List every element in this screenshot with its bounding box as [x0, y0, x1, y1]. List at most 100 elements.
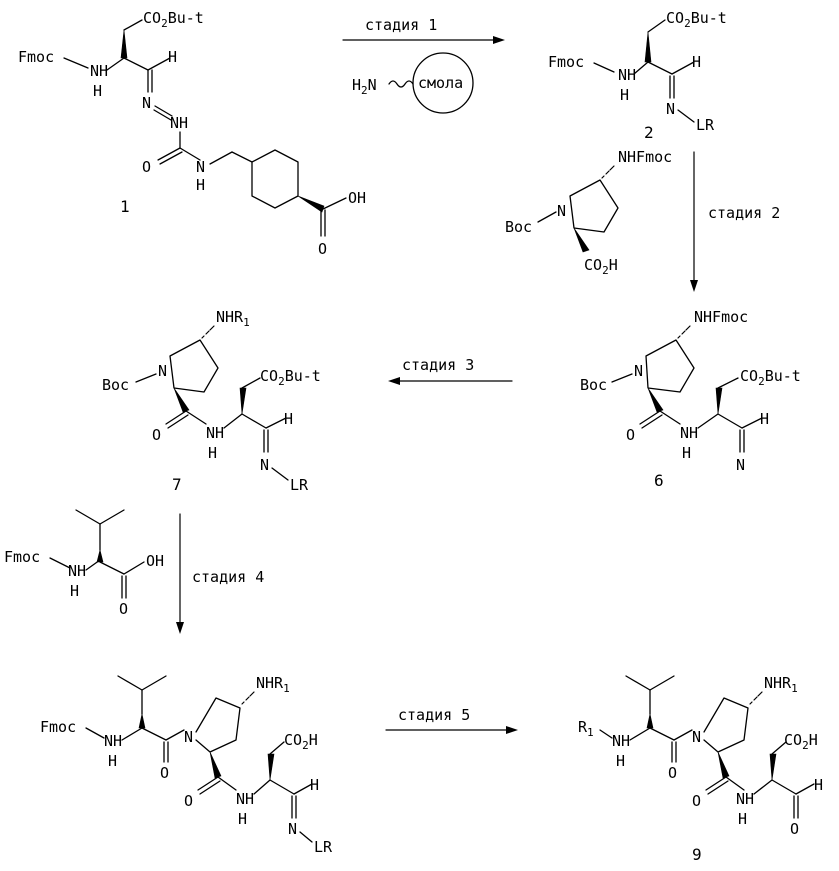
c9-nhr: NHR1 [764, 674, 798, 695]
c7-nh-h: H [208, 444, 217, 462]
c1-nh3-h: H [196, 176, 205, 194]
c8-nh2-n: NH [236, 790, 254, 808]
c1-urea-o: O [142, 158, 151, 176]
r2-boc: Boc [505, 218, 532, 236]
c7-amide-o: O [152, 426, 161, 444]
c1-fmoc: Fmoc [18, 48, 54, 66]
c1-nh2: NH [170, 114, 188, 132]
c8-pyrrolidine [196, 698, 240, 752]
step-5-arrow: стадия 5 [386, 706, 518, 734]
c9-nh2-n: NH [736, 790, 754, 808]
step-3-arrow: стадия 3 [388, 356, 512, 385]
compound-6-number: 6 [654, 471, 664, 490]
c8-ald-h: H [310, 776, 319, 794]
compound-2-number: 2 [644, 123, 654, 142]
c6-nh-h: H [682, 444, 691, 462]
c9-nh-n: NH [612, 732, 630, 750]
compound-8: Fmoc NH H O N NHR1 O NH H CO2H H [40, 674, 333, 856]
c2-n: N [666, 100, 675, 118]
c7-nhr: NHR1 [216, 308, 250, 329]
c1-wedge-ring [298, 196, 324, 212]
r2-co2h: CO2H [584, 256, 618, 277]
c9-ald-h: H [814, 776, 823, 794]
r2-pyrrolidine [570, 180, 618, 232]
c7-nh-n: NH [206, 424, 224, 442]
c2-co2-label: CO2Bu-t [666, 9, 727, 30]
c7-pyrrolidine [170, 340, 218, 392]
c8-fmoc: Fmoc [40, 718, 76, 736]
c9-co2h: CO2H [784, 731, 818, 752]
c7-n-imine: N [260, 456, 269, 474]
c1-ald-h: H [168, 48, 177, 66]
resin-amine: H2N [352, 76, 377, 97]
c7-co2-label: CO2Bu-t [260, 367, 321, 388]
r4-nh-h: H [70, 582, 79, 600]
compound-9: R1 NH H O N NHR1 O NH H CO2H H [578, 674, 823, 864]
c2-fmoc: Fmoc [548, 53, 584, 71]
c1-nh3-n: N [196, 158, 205, 176]
c1-oh: OH [348, 189, 366, 207]
compound-7: NHR1 N Boc O NH H CO2Bu-t H N LR 7 [102, 308, 321, 494]
c9-pro-n: N [692, 728, 701, 746]
c1-nh-h: H [93, 82, 102, 100]
c6-co2-label: CO2Bu-t [740, 367, 801, 388]
c9-nh-h: H [616, 752, 625, 770]
r2-n: N [557, 202, 566, 220]
compound-1: CO2Bu-t Fmoc NH H H N NH O N H OH O 1 [18, 9, 366, 258]
c8-nh-h: H [108, 752, 117, 770]
compound-7-number: 7 [172, 475, 182, 494]
c2-nh-n: NH [618, 66, 636, 84]
c6-amide-o: O [626, 426, 635, 444]
step-4-reagent: Fmoc NH H OH O [4, 510, 164, 618]
c6-nh-n: NH [680, 424, 698, 442]
c9-pyrrolidine [704, 698, 748, 752]
c7-n: N [158, 362, 167, 380]
r4-nh-n: NH [68, 562, 86, 580]
c8-co2h: CO2H [284, 731, 318, 752]
step-1-label: стадия 1 [365, 16, 437, 34]
c7-lr: LR [290, 476, 309, 494]
step-1-arrow: стадия 1 [343, 16, 505, 44]
r4-fmoc: Fmoc [4, 548, 40, 566]
step-4-arrow: стадия 4 [176, 514, 264, 634]
c8-nhr: NHR1 [256, 674, 290, 695]
c7-ald-h: H [284, 410, 293, 428]
c8-n-imine: N [288, 820, 297, 838]
c9-ald-o: O [790, 820, 799, 838]
c8-pro-o: O [184, 792, 193, 810]
c8-val-o: O [160, 764, 169, 782]
c6-n: N [634, 362, 643, 380]
c1-nh-n: NH [90, 62, 108, 80]
c1-cyclohexane [252, 150, 298, 208]
c8-nh-n: NH [104, 732, 122, 750]
step-2-arrow: стадия 2 [690, 152, 780, 292]
c9-val-o: O [668, 764, 677, 782]
compound-2: CO2Bu-t Fmoc NH H H N LR 2 [548, 9, 727, 142]
c2-ald-h: H [692, 53, 701, 71]
compound-1-number: 1 [120, 197, 130, 216]
step-4-label: стадия 4 [192, 568, 264, 586]
c6-nhfmoc: NHFmoc [694, 308, 748, 326]
r4-o: O [119, 600, 128, 618]
step-2-reagent: NHFmoc N Boc CO2H [505, 148, 672, 277]
c7-boc: Boc [102, 376, 129, 394]
r4-oh: OH [146, 552, 164, 570]
c6-boc: Boc [580, 376, 607, 394]
c8-pro-n: N [184, 728, 193, 746]
resin-label: смола [418, 74, 463, 92]
c1-acid-o: O [318, 240, 327, 258]
r2-nhfmoc: NHFmoc [618, 148, 672, 166]
c2-lr: LR [696, 116, 715, 134]
c9-pro-o: O [692, 792, 701, 810]
resin-reagent: H2N смола [352, 53, 473, 113]
step-5-label: стадия 5 [398, 706, 470, 724]
resin-linker [389, 81, 413, 87]
c1-wedge-bond [121, 30, 127, 58]
c2-nh-h: H [620, 86, 629, 104]
step-2-label: стадия 2 [708, 204, 780, 222]
c1-co2-label: CO2Bu-t [143, 9, 204, 30]
step-3-label: стадия 3 [402, 356, 474, 374]
c6-ald-h: H [760, 410, 769, 428]
c9-nh2-h: H [738, 810, 747, 828]
